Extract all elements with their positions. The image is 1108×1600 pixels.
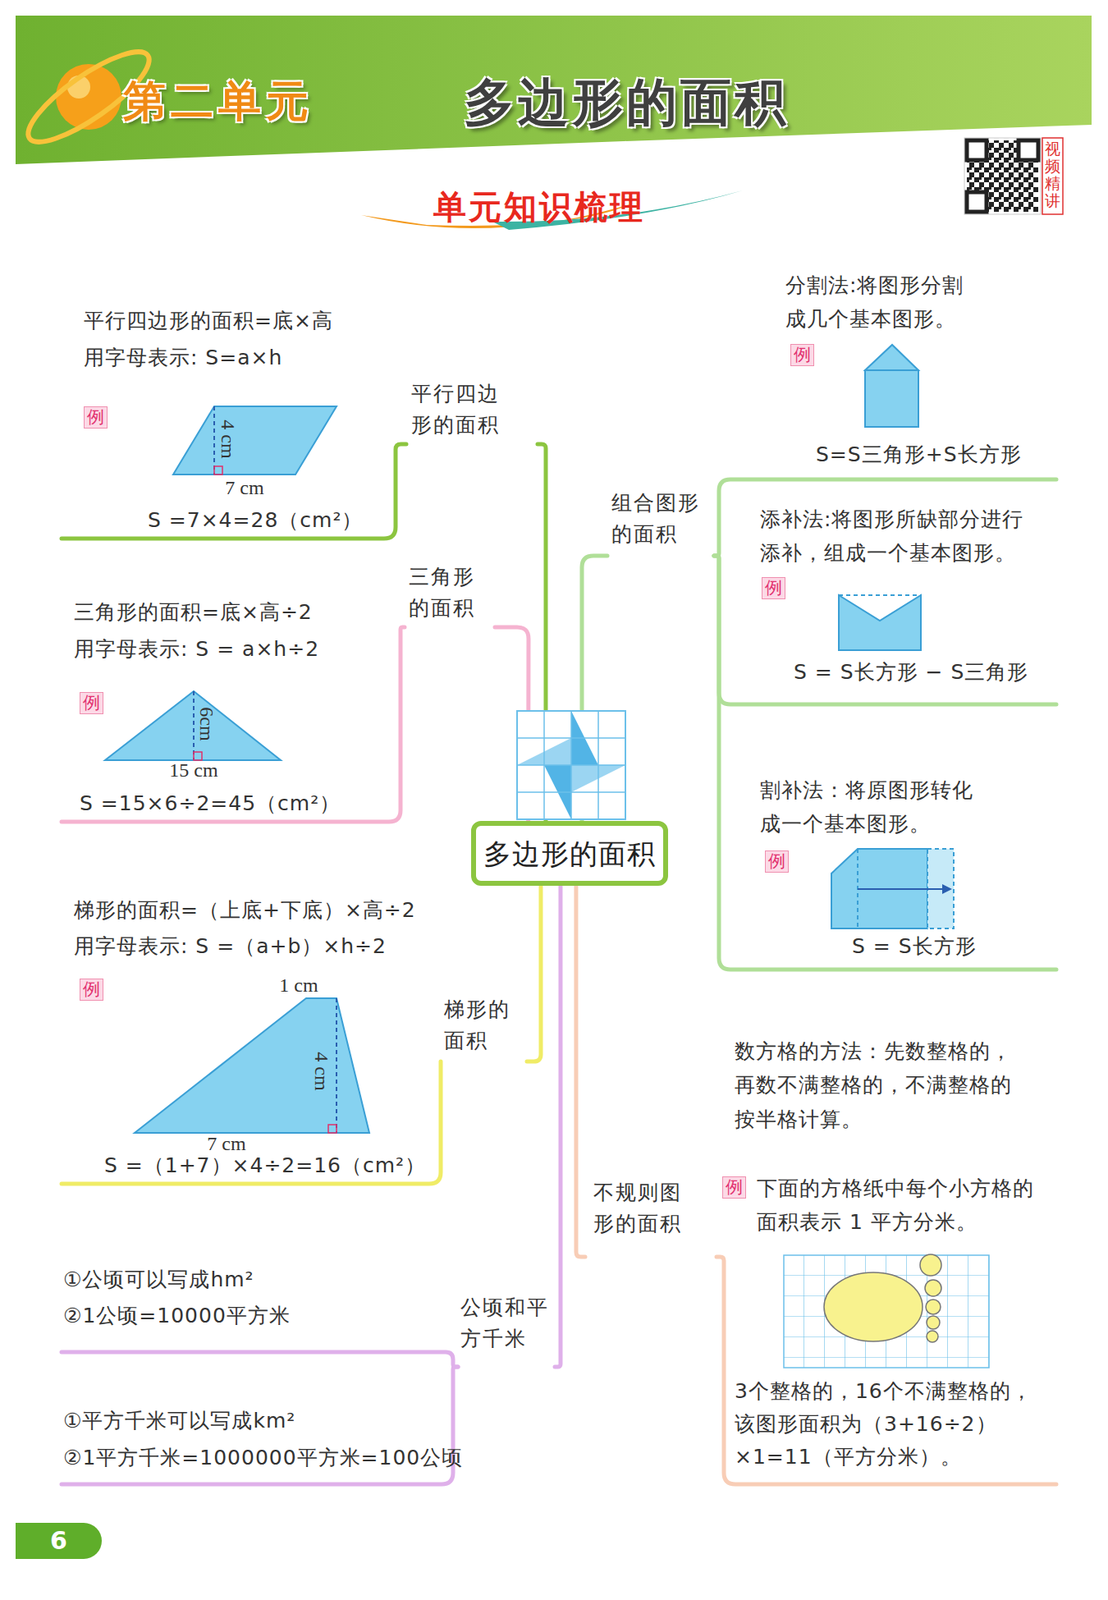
topic-block: 分割法:将图形分割成几个基本图形。例 S=S三角形+S长方形 bbox=[718, 258, 1057, 480]
page-title: 多边形的面积 bbox=[463, 72, 789, 133]
topic-block: 添补法:将图形所缺部分进行添补，组成一个基本图形。例 S = S长方形 − S三角… bbox=[718, 492, 1057, 705]
page-tab bbox=[15, 1522, 102, 1559]
node-text: 用字母表示: S = a×h÷2 bbox=[73, 631, 320, 666]
node-text: S =15×6÷2=45（cm²） bbox=[79, 786, 341, 820]
dimension-label: 4 cm bbox=[310, 1051, 335, 1090]
node-text: 下面的方格纸中每个小方格的面积表示 1 平方分米。 bbox=[756, 1171, 1040, 1240]
branch-line bbox=[526, 885, 541, 1062]
dimension-label: 1 cm bbox=[279, 973, 318, 998]
example-tag: 例 bbox=[790, 343, 815, 367]
node-text: 平行四边形的面积=底×高 bbox=[83, 303, 334, 338]
node-text: ②1平方千米=1000000平方米=100公顷 bbox=[63, 1440, 463, 1475]
node-text: S = S长方形 bbox=[851, 929, 977, 963]
center-grid bbox=[517, 710, 626, 820]
node-text: 割补法：将原图形转化成一个基本图形。 bbox=[760, 773, 990, 842]
node-text: S =7×4=28（cm²） bbox=[147, 503, 363, 537]
topic-block: ①平方千米可以写成km²②1平方千米=1000000平方米=100公顷 bbox=[61, 1395, 448, 1484]
node-text: ①平方千米可以写成km² bbox=[63, 1403, 296, 1438]
node-text: ①公顷可以写成hm² bbox=[63, 1262, 255, 1296]
node-text: 三角形的面积 bbox=[408, 561, 481, 623]
composite-figures bbox=[831, 344, 954, 929]
branch-line bbox=[714, 555, 1057, 970]
branch-label: 梯形的面积 bbox=[440, 988, 527, 1062]
branch-line bbox=[61, 1351, 458, 1367]
node-text: S =（1+7）×4÷2=16（cm²） bbox=[104, 1148, 426, 1182]
example-tag: 例 bbox=[722, 1176, 747, 1199]
branch-label: 平行四边形的面积 bbox=[406, 373, 538, 445]
heading-label: 第二单元 bbox=[123, 75, 314, 127]
topic-block: 梯形的面积=（上底+下底）×高÷2用字母表示: S =（a+b）×h÷2 例 1 c… bbox=[61, 890, 440, 1184]
branch-line bbox=[576, 885, 586, 1257]
trapezoid-figure bbox=[134, 998, 370, 1133]
node-text: 数方格的方法：先数整格的，再数不满整格的，不满整格的按半格计算。 bbox=[734, 1034, 1031, 1136]
qr-code bbox=[964, 137, 1063, 215]
dimension-label: 15 cm bbox=[169, 758, 218, 783]
node-text: ②1公顷=10000平方米 bbox=[63, 1298, 291, 1333]
branch-line bbox=[61, 627, 405, 822]
node-text: 组合图形的面积 bbox=[611, 487, 706, 550]
branch-label: 不规则图形的面积 bbox=[585, 1172, 717, 1257]
central-box: 多边形的面积 bbox=[471, 820, 669, 886]
example-tag: 例 bbox=[79, 978, 104, 1001]
topic-block: ①公顷可以写成hm²②1公顷=10000平方米 bbox=[61, 1255, 448, 1352]
node-text: S = S长方形 − S三角形 bbox=[793, 654, 1029, 689]
dimension-label: 6cm bbox=[195, 706, 220, 741]
topic-block: 三角形的面积=底×高÷2用字母表示: S = a×h÷2 例 6cm 15 cm S =… bbox=[61, 590, 394, 822]
heading-label: 视频精讲 bbox=[1044, 140, 1061, 210]
node-text: 3个整格的，16个不满整格的，该图形面积为（3+16÷2）×1=11（平方分米）… bbox=[734, 1374, 1047, 1474]
node-text: 用字母表示: S=a×h bbox=[83, 340, 283, 375]
example-tag: 例 bbox=[79, 691, 104, 715]
node-text: 三角形的面积=底×高÷2 bbox=[73, 595, 313, 629]
example-tag: 例 bbox=[764, 850, 789, 873]
node-text: 梯形的面积 bbox=[444, 993, 517, 1056]
node-text: 添补法:将图形所缺部分进行添补，组成一个基本图形。 bbox=[760, 502, 1044, 571]
topic-block: 平行四边形的面积=底×高用字母表示: S=a×h 例 4 cm 7 cm S =7×4=… bbox=[61, 295, 394, 539]
triangle-figure bbox=[105, 691, 281, 761]
dimension-label: 7 cm bbox=[224, 476, 264, 500]
topic-block: 数方格的方法：先数整格的，再数不满整格的，不满整格的按半格计算。例下面的方格纸中… bbox=[718, 1030, 1057, 1484]
node-text: 分割法:将图形分割成几个基本图形。 bbox=[785, 268, 981, 337]
branch-line bbox=[554, 885, 561, 1367]
header-band bbox=[15, 15, 1092, 165]
dimension-label: 7 cm bbox=[206, 1131, 246, 1156]
node-text: 公顷和平方千米 bbox=[460, 1291, 554, 1354]
node-text: 不规则图形的面积 bbox=[593, 1176, 687, 1239]
example-tag: 例 bbox=[761, 576, 786, 600]
topic-block: 割补法：将原图形转化成一个基本图形。例 S = S长方形 bbox=[718, 738, 1057, 970]
node-text: 用字母表示: S =（a+b）×h÷2 bbox=[73, 929, 387, 963]
branch-label: 公顷和平方千米 bbox=[457, 1288, 555, 1367]
branch-label: 组合图形的面积 bbox=[607, 482, 715, 556]
branch-line bbox=[716, 1256, 1057, 1484]
example-tag: 例 bbox=[83, 406, 108, 429]
node-text: 多边形的面积 bbox=[483, 836, 656, 870]
branch-label: 三角形的面积 bbox=[404, 558, 495, 628]
branch-line bbox=[714, 555, 1057, 705]
page-number: 6 bbox=[50, 1525, 69, 1556]
grid-paper-figure bbox=[783, 1254, 989, 1368]
node-text: 梯形的面积=（上底+下底）×高÷2 bbox=[73, 892, 417, 927]
node-text: 平行四边形的面积 bbox=[411, 378, 507, 440]
heading-label: 单元知识梳理 bbox=[433, 187, 646, 227]
dimension-label: 4 cm bbox=[216, 419, 241, 458]
node-text: S=S三角形+S长方形 bbox=[815, 437, 1022, 472]
parallelogram-figure bbox=[173, 406, 337, 475]
